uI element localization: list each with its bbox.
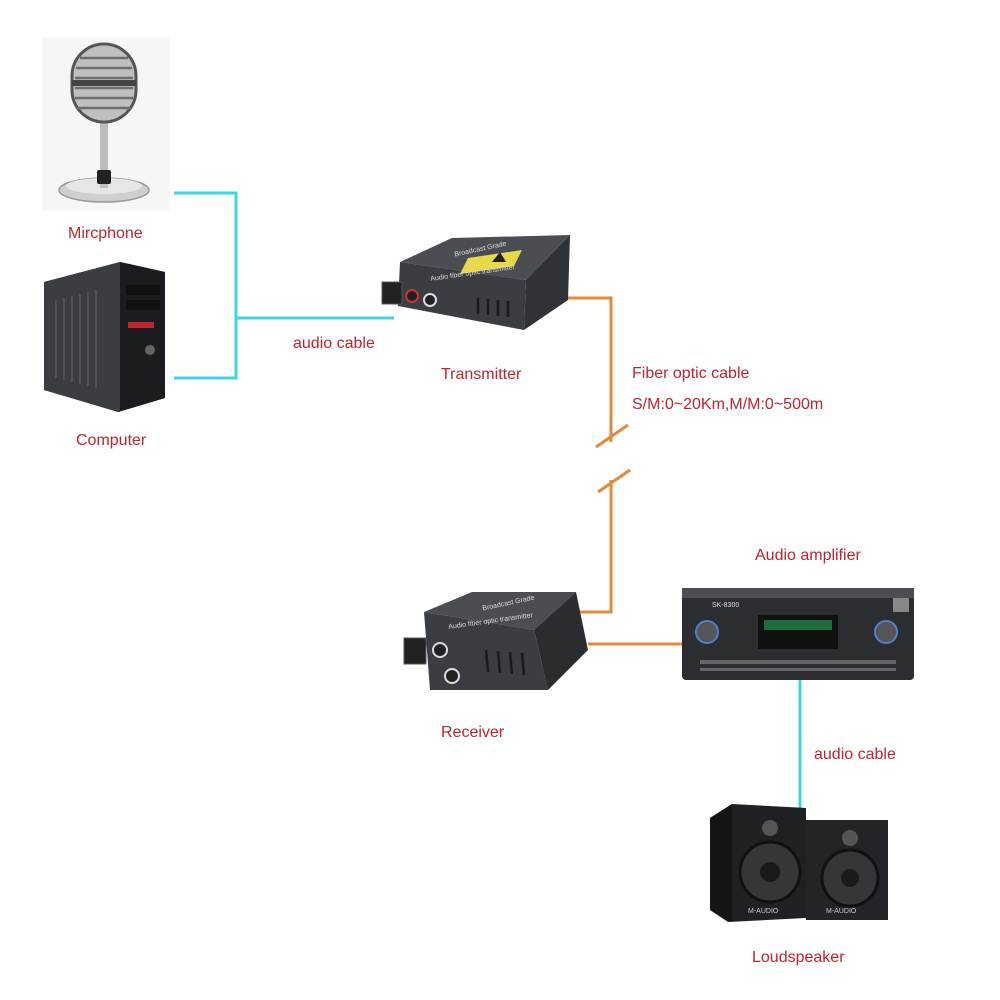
audio-cable-bottom-label: audio cable (814, 746, 896, 763)
microphone-label: Mircphone (68, 225, 143, 242)
audio-cable-top-label: audio cable (293, 335, 375, 352)
amplifier-model-text: SK-8300 (712, 602, 740, 609)
transmitter-device-icon (381, 235, 570, 330)
transmitter-label: Transmitter (441, 366, 522, 383)
speaker-left-brand: M-AUDIO (748, 908, 779, 915)
speaker-right-brand: M-AUDIO (826, 908, 857, 915)
audio-amplifier-device-icon (682, 588, 914, 680)
fiber-cable-spec-label: S/M:0~20Km,M/M:0~500m (632, 396, 824, 413)
loudspeaker-label: Loudspeaker (752, 949, 845, 966)
loudspeaker-icon (710, 804, 888, 922)
audio-cable-lines (174, 191, 802, 826)
receiver-device-icon (403, 592, 588, 690)
computer-label: Computer (76, 432, 147, 449)
audio-amplifier-label: Audio amplifier (755, 547, 861, 564)
microphone-icon (42, 38, 170, 210)
fiber-cable-lines (568, 296, 682, 646)
receiver-label: Receiver (441, 724, 505, 741)
computer-icon (44, 262, 165, 412)
fiber-cable-title-label: Fiber optic cable (632, 365, 750, 382)
